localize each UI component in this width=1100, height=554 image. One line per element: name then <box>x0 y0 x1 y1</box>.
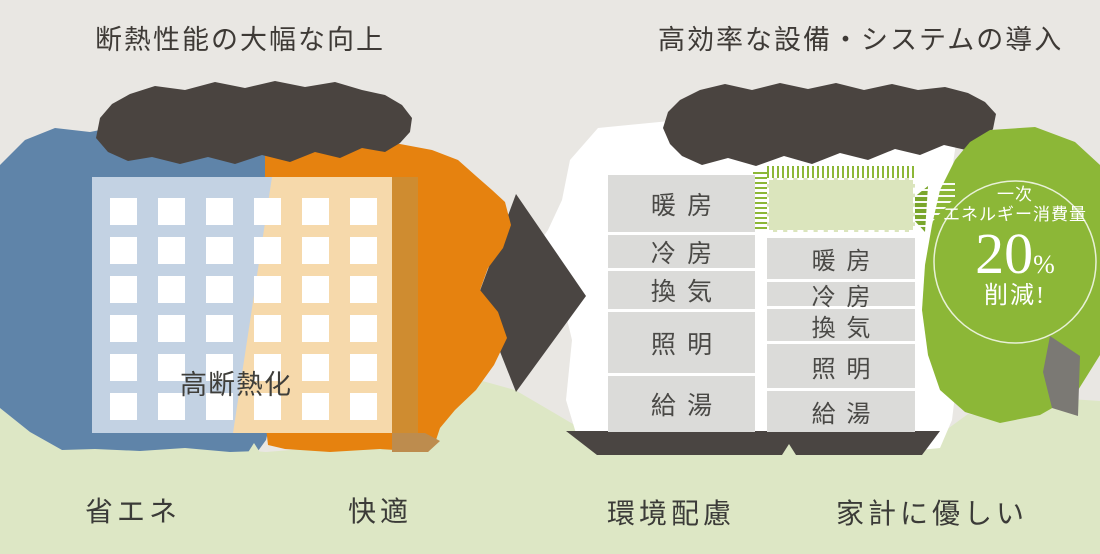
window <box>158 354 185 381</box>
window <box>350 198 377 225</box>
window <box>350 354 377 381</box>
badge-circle <box>933 180 1097 344</box>
gray-wedge <box>1043 336 1080 416</box>
window <box>302 198 329 225</box>
window <box>206 393 233 420</box>
label-energy-saving: 省エネ <box>85 497 182 528</box>
label-comfort: 快適 <box>348 497 413 528</box>
usage-after-heating: 暖房 <box>767 238 915 279</box>
badge-unit: % <box>1033 250 1055 280</box>
window <box>302 315 329 342</box>
badge-prefix: 一次 <box>997 185 1033 204</box>
window <box>302 393 329 420</box>
window <box>254 237 281 264</box>
window <box>206 315 233 342</box>
right-callout-blob <box>663 83 996 166</box>
badge-suffix: 削減! <box>984 283 1046 310</box>
arrow-icon <box>478 194 586 392</box>
left-callout-blob <box>96 81 412 164</box>
dark-base-right <box>566 431 940 455</box>
window <box>158 237 185 264</box>
window <box>206 198 233 225</box>
window <box>254 315 281 342</box>
label-environment: 環境配慮 <box>607 499 736 530</box>
window <box>254 393 281 420</box>
usage-before-heating: 暖房 <box>608 175 755 232</box>
usage-before-ventilation: 換気 <box>608 271 755 309</box>
window <box>110 237 137 264</box>
label-household: 家計に優しい <box>836 499 1029 530</box>
right-section-title: 高効率な設備・システムの導入 <box>658 25 1064 55</box>
savings-box <box>767 178 915 232</box>
savings-stripes-left <box>753 172 767 232</box>
window <box>110 198 137 225</box>
left-section-title: 断熱性能の大幅な向上 <box>95 25 385 55</box>
savings-stripes-top <box>767 166 915 178</box>
usage-after-ventilation: 換気 <box>767 309 915 342</box>
window <box>158 393 185 420</box>
building-side-strip <box>392 177 418 433</box>
ground-band <box>0 377 1100 554</box>
base-notch-right <box>782 444 796 455</box>
badge-category: エネルギー消費量 <box>943 204 1087 224</box>
usage-after-cooling: 冷房 <box>767 282 915 311</box>
window <box>302 354 329 381</box>
usage-after-lighting: 照明 <box>767 344 915 388</box>
window <box>110 315 137 342</box>
window <box>110 276 137 303</box>
window <box>302 237 329 264</box>
badge-value-row: 20% <box>925 225 1100 283</box>
building-windows <box>110 198 377 420</box>
usage-before-lighting: 照明 <box>608 312 755 373</box>
window <box>350 237 377 264</box>
window <box>302 276 329 303</box>
window <box>206 237 233 264</box>
window <box>110 393 137 420</box>
base-notch-left <box>247 443 261 454</box>
window <box>158 276 185 303</box>
window <box>206 354 233 381</box>
window <box>350 315 377 342</box>
window <box>158 198 185 225</box>
building-illustration: 高断熱化 <box>92 177 418 433</box>
window <box>254 198 281 225</box>
reduction-badge: 一次 エネルギー消費量 20% 削減! <box>925 185 1100 311</box>
usage-before-hot-water: 給湯 <box>608 376 755 432</box>
base-shadow-strip <box>392 433 440 452</box>
building-label: 高断熱化 <box>180 370 292 400</box>
window <box>110 354 137 381</box>
window <box>158 315 185 342</box>
window <box>254 276 281 303</box>
window <box>254 354 281 381</box>
usage-after-hot-water: 給湯 <box>767 391 915 432</box>
badge-value: 20 <box>975 221 1034 287</box>
window <box>206 276 233 303</box>
usage-before-cooling: 冷房 <box>608 235 755 268</box>
window <box>350 393 377 420</box>
window <box>350 276 377 303</box>
